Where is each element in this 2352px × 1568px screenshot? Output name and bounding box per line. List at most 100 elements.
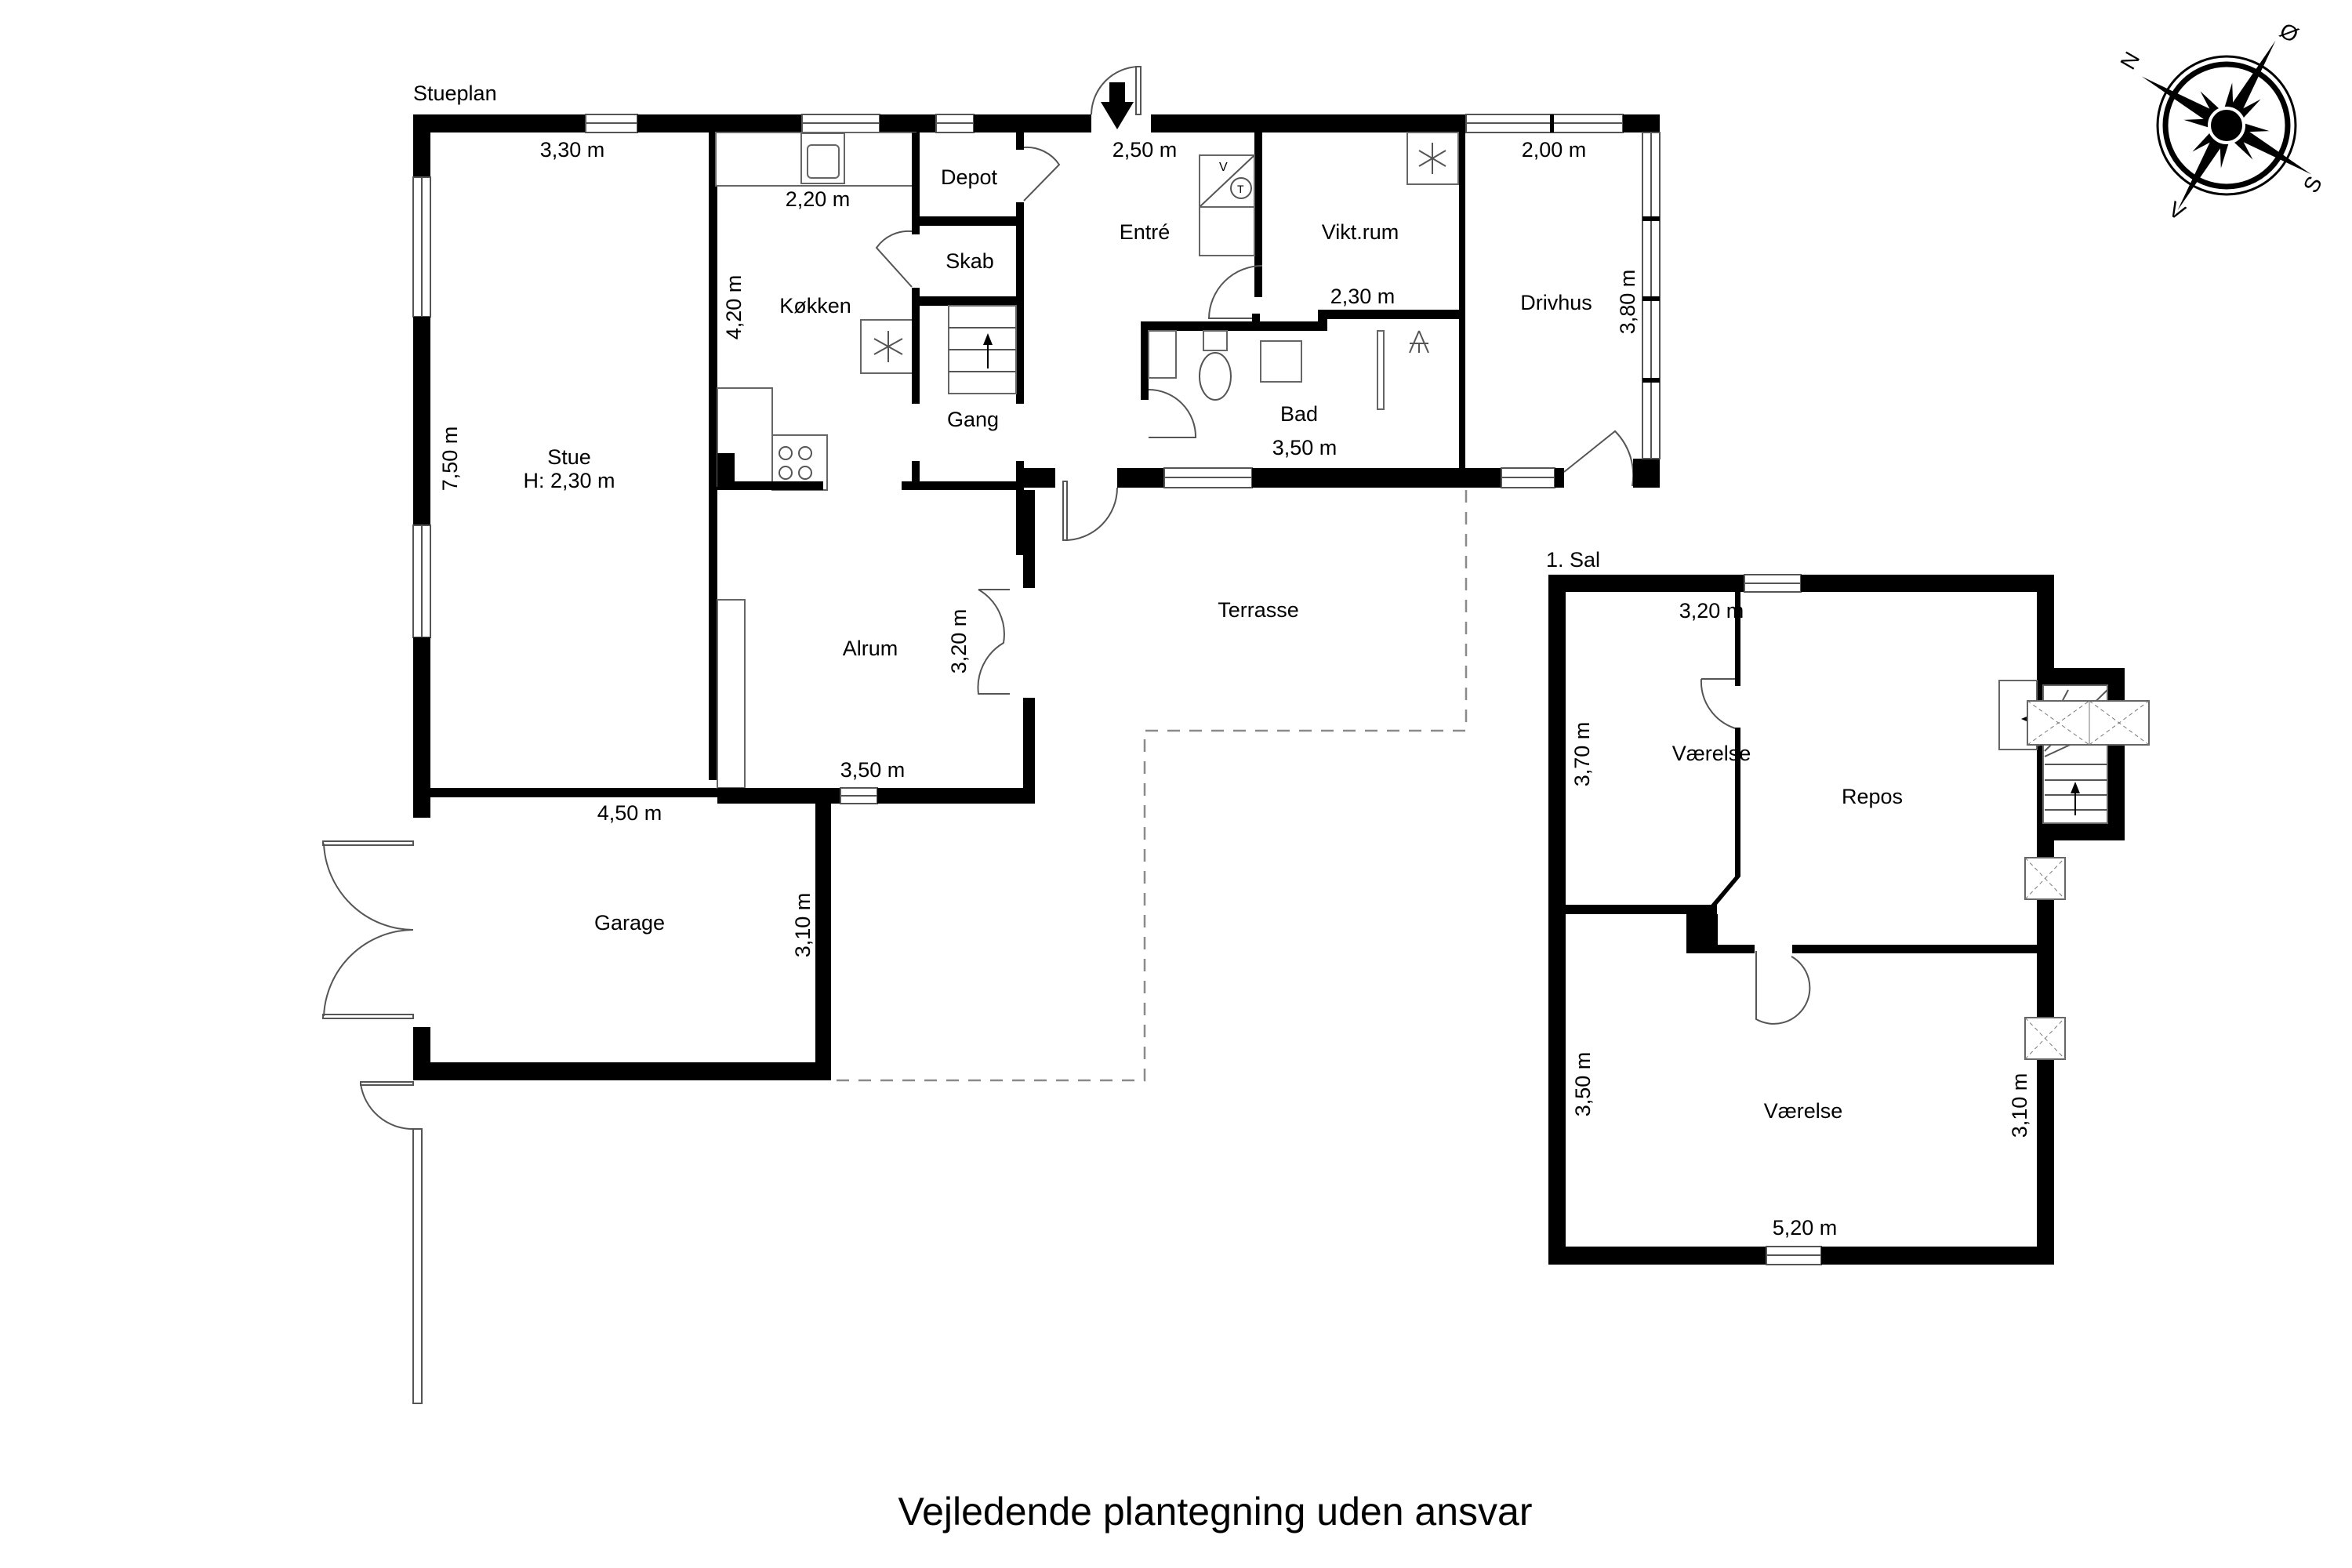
wall: [1016, 461, 1024, 555]
shower-icon: [1409, 330, 1429, 354]
vaerelse-bottom-width: 5,20 m: [1773, 1216, 1838, 1240]
wall: [2107, 668, 2125, 839]
dryer-label: T: [1237, 183, 1244, 195]
garage-double-door[interactable]: [322, 840, 414, 1019]
alrum-double-door[interactable]: [977, 589, 1010, 695]
wall: [717, 788, 840, 804]
drivhus-width: 2,00 m: [1522, 138, 1587, 162]
wall: [920, 216, 1024, 226]
shower-screen: [1377, 330, 1385, 410]
alrum-width: 3,50 m: [840, 758, 906, 782]
wall: [1735, 728, 1740, 873]
terrace-outline: [831, 490, 1468, 1082]
snowflake-icon: [873, 331, 903, 362]
garage-length: 3,10 m: [791, 893, 815, 958]
entrance-arrow-icon: [1101, 82, 1134, 129]
wall: [1254, 132, 1262, 297]
toilet-icon: [1199, 352, 1232, 401]
skab-door[interactable]: [875, 230, 913, 288]
vaerelse-bottom-length-left: 3,50 m: [1571, 1052, 1595, 1117]
wall: [1735, 592, 1740, 686]
wall: [413, 114, 586, 132]
vaerelse-top-width: 3,20 m: [1679, 599, 1744, 622]
skylight: [2024, 857, 2066, 900]
wall: [413, 317, 430, 525]
vaerelse-top-label: Værelse: [1672, 742, 1751, 765]
wall: [1141, 321, 1149, 400]
stue-length: 7,50 m: [438, 426, 462, 492]
wall: [1548, 1247, 1766, 1265]
stue-width: 3,30 m: [540, 138, 605, 162]
viktrum-label: Vikt.rum: [1322, 220, 1399, 244]
repos-label: Repos: [1842, 785, 1903, 808]
wall: [1016, 132, 1024, 150]
stove: [771, 434, 828, 491]
terrasse-label: Terrasse: [1218, 598, 1299, 622]
staircase: [948, 305, 1017, 394]
vaerelse-top-door[interactable]: [1700, 678, 1736, 729]
entre-terrace-door[interactable]: [1062, 481, 1118, 541]
dryer-icon: [1230, 177, 1252, 199]
depot-label: Depot: [941, 165, 998, 189]
wall: [1151, 114, 1466, 132]
wall: [920, 296, 1024, 306]
gang-label: Gang: [947, 408, 999, 431]
wall: [2037, 668, 2125, 685]
bad-door[interactable]: [1148, 389, 1197, 438]
wall: [902, 481, 1024, 490]
wall: [815, 797, 831, 1080]
drivhus-door[interactable]: [1563, 430, 1635, 487]
compass-north: N: [2115, 48, 2144, 74]
depot-door[interactable]: [1023, 146, 1061, 201]
entrance-door[interactable]: [1091, 66, 1142, 115]
skab-label: Skab: [946, 249, 994, 273]
wall: [1821, 1247, 2054, 1265]
wall: [717, 481, 823, 490]
stair-up-arrow-icon: [983, 333, 993, 345]
stove-burners-icon: [779, 446, 812, 480]
wall: [637, 114, 802, 132]
chimney: [1686, 914, 1718, 953]
bad-width: 3,50 m: [1272, 436, 1338, 459]
stair-up-arrow-icon: [2071, 782, 2080, 793]
vaerelse-bottom-length-right: 3,10 m: [2008, 1073, 2031, 1138]
vaerelse-bottom-label: Værelse: [1764, 1099, 1843, 1123]
wall: [1023, 698, 1035, 804]
wall: [1548, 575, 1744, 592]
wall: [1117, 468, 1164, 488]
wall: [1016, 202, 1024, 404]
vaerelse-bottom-door[interactable]: [1755, 951, 1811, 1025]
washbasin-icon: [1260, 340, 1302, 383]
bad-label: Bad: [1280, 402, 1318, 426]
garage-width: 4,50 m: [597, 801, 662, 825]
wall: [1023, 490, 1035, 588]
alrum-length: 3,20 m: [947, 609, 971, 674]
koekken-width: 2,20 m: [786, 187, 851, 211]
wall: [974, 114, 1091, 132]
wall: [1252, 468, 1501, 488]
wall: [2037, 823, 2125, 840]
wall: [1459, 132, 1465, 470]
skylight: [2027, 700, 2150, 746]
wall: [1633, 459, 1660, 488]
drivhus-label: Drivhus: [1520, 291, 1592, 314]
toilet-tank: [1203, 330, 1228, 351]
stue-label: Stue: [547, 445, 591, 469]
viktrum-door[interactable]: [1207, 265, 1263, 319]
compass-south: S: [2299, 172, 2327, 197]
wall: [880, 114, 936, 132]
ground-floor-plan: Stueplan: [322, 66, 1661, 1404]
alrum-label: Alrum: [843, 637, 898, 660]
compass-rose-icon: N Ø S V: [2115, 18, 2327, 225]
viktrum-width: 2,30 m: [1330, 285, 1396, 308]
fence: [412, 1128, 423, 1404]
wall: [709, 132, 717, 780]
wall: [877, 788, 1035, 804]
wall: [413, 637, 430, 818]
utility-sink: [1199, 206, 1255, 256]
compass-west: V: [2165, 197, 2190, 225]
snowflake-icon: [1418, 143, 1446, 174]
garden-gate[interactable]: [360, 1081, 414, 1131]
wall: [413, 1027, 430, 1080]
